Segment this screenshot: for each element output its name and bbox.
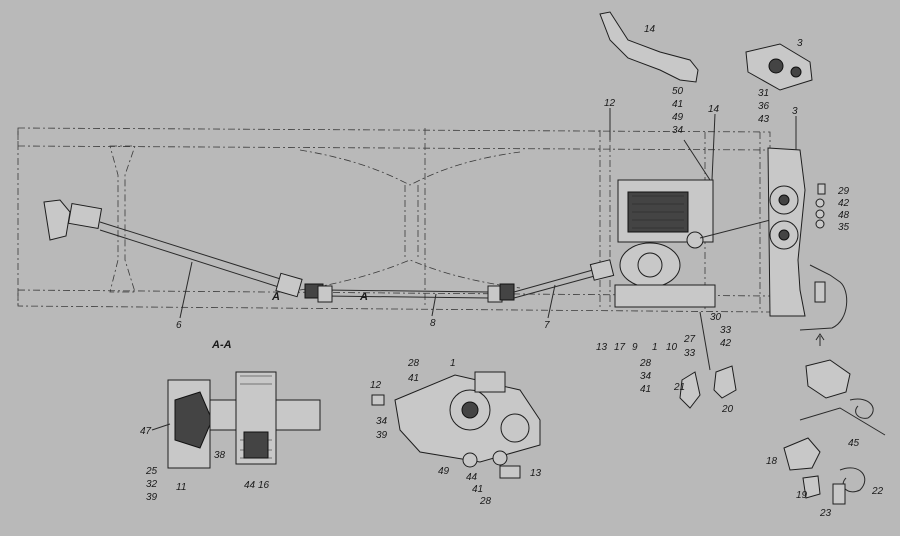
callout-23: 23 (819, 508, 832, 519)
propeller-shaft-rear (513, 259, 615, 299)
intermediate-shaft (317, 283, 515, 303)
callout-13-exploded: 13 (530, 468, 542, 479)
winch-exploded-view (371, 371, 541, 479)
callout-25: 25 (145, 466, 158, 477)
callout-1: 1 (652, 342, 658, 353)
callout-7: 7 (544, 320, 550, 331)
callout-29: 29 (837, 186, 850, 197)
callout-41: 41 (672, 99, 683, 110)
callout-35: 35 (838, 222, 850, 233)
callout-34: 34 (672, 125, 684, 136)
callout-27: 27 (683, 334, 696, 345)
propeller-shaft-front (43, 199, 324, 299)
callout-30: 30 (710, 312, 722, 323)
callout-39: 39 (146, 492, 158, 503)
callout-34-exploded: 34 (376, 416, 388, 427)
callout-13: 13 (596, 342, 608, 353)
callout-36: 36 (758, 101, 770, 112)
callout-28: 28 (639, 358, 652, 369)
callout-18: 18 (766, 456, 778, 467)
callout-41-mid: 41 (640, 384, 651, 395)
callout-28-bottom: 28 (479, 496, 492, 507)
tow-hooks (783, 359, 886, 505)
callout-8: 8 (430, 318, 436, 329)
callout-16: 16 (258, 480, 270, 491)
callout-44-detail: 44 (244, 480, 256, 491)
callout-14-top: 14 (644, 24, 656, 35)
callout-3-top: 3 (797, 38, 803, 49)
callout-28-exploded: 28 (407, 358, 420, 369)
callout-6: 6 (176, 320, 182, 331)
callout-19: 19 (796, 490, 808, 501)
section-title: A-A (211, 339, 232, 351)
callout-49: 49 (672, 112, 684, 123)
callout-12-exploded: 12 (370, 380, 382, 391)
roller-block-3 (745, 43, 813, 91)
bolt-stack (815, 183, 826, 229)
callout-31: 31 (758, 88, 769, 99)
winch-main-unit (614, 179, 791, 308)
callout-45: 45 (848, 438, 860, 449)
callout-17: 17 (614, 342, 626, 353)
brackets-20-21 (679, 365, 737, 409)
callout-11: 11 (176, 482, 186, 493)
callout-49-exploded: 49 (438, 466, 450, 477)
callout-47: 47 (140, 426, 152, 437)
callout-10: 10 (666, 342, 678, 353)
callout-42: 42 (838, 198, 850, 209)
section-a-a-detail (167, 371, 321, 469)
callout-1-exploded: 1 (450, 358, 456, 369)
callout-32: 32 (146, 479, 158, 490)
callout-labels: 14 3 50 41 49 34 12 14 31 36 43 3 29 42 … (140, 24, 884, 519)
arrow-up-icon (815, 333, 825, 346)
callout-44-exploded: 44 (466, 472, 478, 483)
callout-9: 9 (632, 342, 638, 353)
section-marker-left: A (271, 291, 280, 303)
callout-22: 22 (871, 486, 884, 497)
rear-roller-bracket (767, 147, 848, 331)
callout-33: 33 (720, 325, 732, 336)
callout-42-mid: 42 (720, 338, 732, 349)
callout-20: 20 (721, 404, 734, 415)
callout-33-low: 33 (684, 348, 696, 359)
callout-38: 38 (214, 450, 226, 461)
callout-12-top: 12 (604, 98, 616, 109)
callout-34-mid: 34 (640, 371, 652, 382)
bumper-beam-14 (599, 11, 699, 83)
callout-50: 50 (672, 86, 684, 97)
callout-3-mid: 3 (792, 106, 798, 117)
section-marker-right: A (359, 291, 368, 303)
callout-48: 48 (838, 210, 850, 221)
callout-14-mid: 14 (708, 104, 720, 115)
callout-39-exploded: 39 (376, 430, 388, 441)
callout-43: 43 (758, 114, 770, 125)
leader-lines (151, 108, 797, 431)
callout-21: 21 (673, 382, 685, 393)
callout-41-bottom: 41 (472, 484, 483, 495)
callout-41-exploded: 41 (408, 373, 419, 384)
